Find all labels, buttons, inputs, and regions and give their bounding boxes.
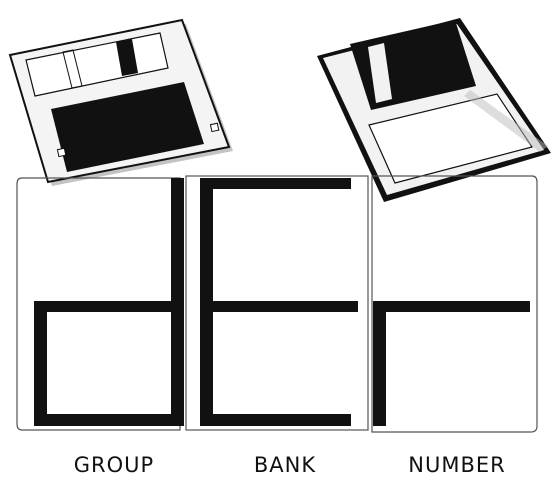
number-label: NUMBER — [372, 452, 542, 478]
digit-r — [373, 301, 530, 426]
floppy-disk-icon — [10, 20, 233, 186]
digit-e — [200, 178, 358, 426]
bank-label: BANK — [200, 452, 370, 478]
digit-d — [34, 178, 184, 426]
floppy-disk-icon — [317, 18, 551, 202]
group-label: GROUP — [34, 452, 194, 478]
digit-display — [17, 176, 537, 432]
